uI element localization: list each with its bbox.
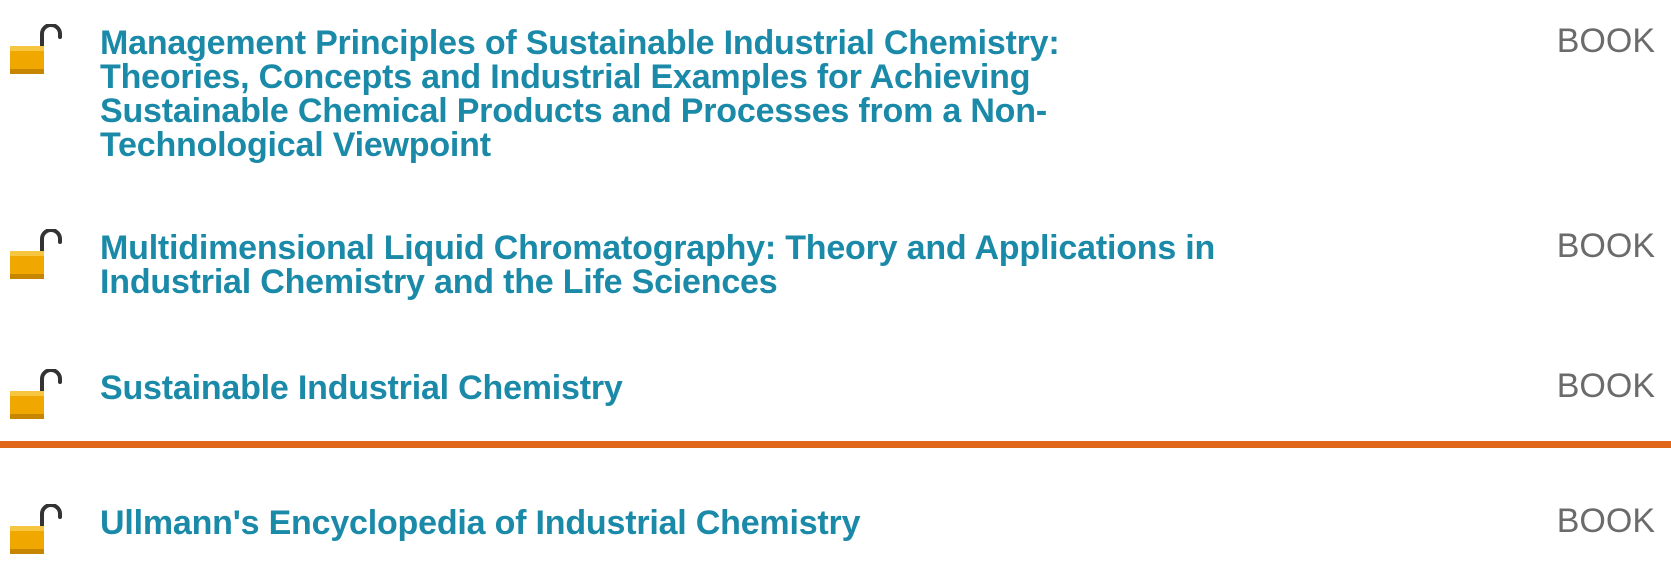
result-item: Management Principles of Sustainable Ind… (0, 0, 1671, 190)
result-item: Sustainable Industrial Chemistry BOOK (0, 345, 1671, 440)
result-item: Multidimensional Liquid Chromatography: … (0, 205, 1671, 315)
result-title-link[interactable]: Sustainable Industrial Chemistry (100, 369, 623, 407)
unlocked-padlock-icon (8, 24, 70, 76)
unlocked-padlock-icon (8, 504, 70, 556)
result-type-label: BOOK (1556, 22, 1655, 60)
result-type-label: BOOK (1556, 502, 1655, 540)
result-type-label: BOOK (1556, 367, 1655, 405)
result-title-link[interactable]: Ullmann's Encyclopedia of Industrial Che… (100, 504, 861, 542)
result-type-label: BOOK (1556, 227, 1655, 265)
unlocked-padlock-icon (8, 369, 70, 421)
unlocked-padlock-icon (8, 229, 70, 281)
result-title-link[interactable]: Management Principles of Sustainable Ind… (100, 24, 1060, 164)
result-item: Ullmann's Encyclopedia of Industrial Che… (0, 480, 1671, 565)
highlight-divider (0, 441, 1671, 448)
result-title-link[interactable]: Multidimensional Liquid Chromatography: … (100, 229, 1216, 301)
